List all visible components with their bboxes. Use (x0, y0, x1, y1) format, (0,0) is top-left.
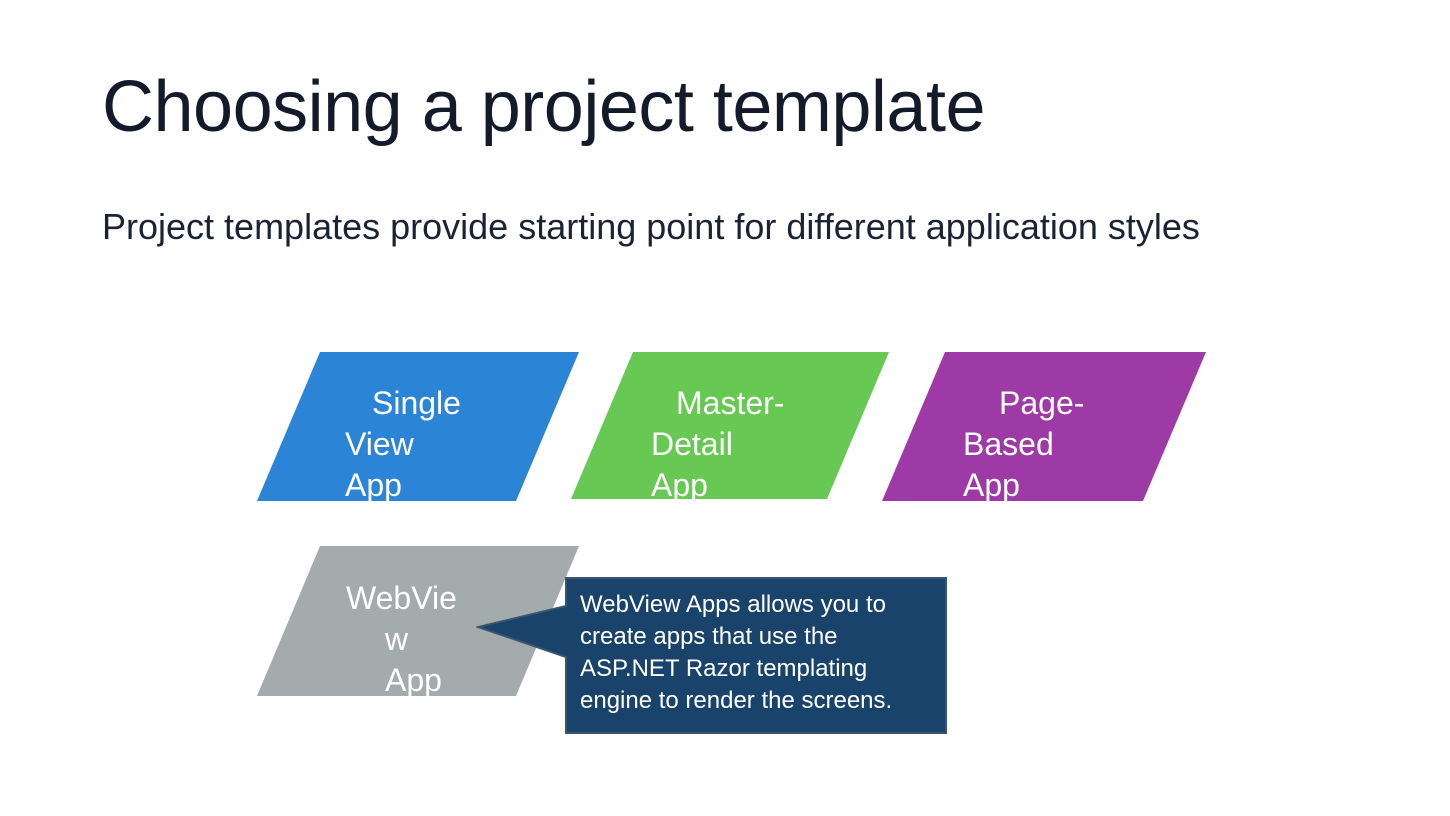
template-label-line: Based (963, 426, 1054, 462)
template-label: WebVie w App (346, 578, 457, 696)
template-page-based-app: Page- Based App (882, 352, 1206, 501)
template-label-line: Master- (676, 385, 785, 421)
slide-title: Choosing a project template (102, 67, 986, 147)
master-detail-parallelogram (571, 352, 889, 499)
template-label-line: Detail (651, 426, 733, 462)
template-label-line: App (963, 467, 1020, 501)
template-label-line: App (385, 662, 442, 696)
template-label-line: Single (372, 385, 461, 421)
webview-callout: WebView Apps allows you to create apps t… (476, 577, 948, 735)
callout-text: WebView Apps allows you to create apps t… (580, 591, 893, 714)
template-label: Single View App (345, 383, 461, 501)
template-single-view-app: Single View App (257, 352, 579, 501)
template-label-line: w (385, 621, 409, 657)
template-label-line: WebVie (346, 580, 457, 616)
template-label: Page- Based App (963, 383, 1084, 501)
webview-parallelogram (257, 546, 579, 696)
page-based-parallelogram (882, 352, 1206, 501)
template-label: Master- Detail App (651, 383, 784, 499)
template-label-line: View (345, 426, 414, 462)
template-master-detail-app: Master- Detail App (571, 352, 889, 499)
template-label-line: Page- (999, 385, 1085, 421)
template-label-line: App (651, 467, 708, 499)
template-webview-app: WebVie w App (257, 546, 579, 696)
single-view-parallelogram (257, 352, 579, 501)
template-label-line: App (345, 467, 402, 501)
callout-bubble-shape (476, 577, 947, 734)
slide-subtitle: Project templates provide starting point… (102, 206, 1200, 247)
